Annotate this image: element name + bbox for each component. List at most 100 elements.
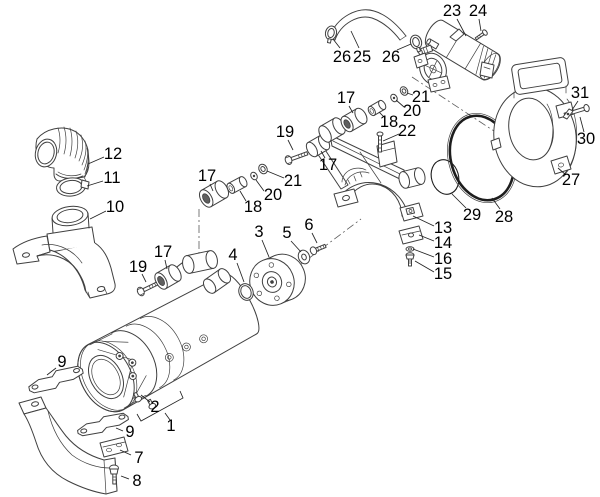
part-burner-flange [249, 253, 306, 306]
part-pump-motor [413, 19, 501, 93]
leader-line-18-part-15 [414, 260, 435, 273]
leader-line-13-part-28 [491, 197, 501, 210]
part-heater-cylinder [77, 250, 260, 422]
part-label-2-26: 26 [333, 48, 351, 66]
part-label-8-18: 18 [380, 113, 398, 131]
leader-line-8-part-18 [378, 111, 385, 118]
leader-line-11-part-30 [579, 116, 585, 133]
part-label-27-10: 10 [106, 198, 124, 216]
leader-line-7-part-20 [395, 99, 405, 108]
part-label-34-9: 9 [57, 353, 66, 371]
part-label-28-3: 3 [254, 223, 263, 241]
part-label-39-8: 8 [132, 472, 141, 490]
part-bracket-9-upper [28, 365, 84, 394]
leader-line-35-part-2 [140, 394, 151, 403]
leader-line-5-part-17 [348, 105, 354, 114]
leader-line-23-part-20 [255, 179, 265, 192]
part-screw-19-lower [136, 281, 159, 297]
part-clamp-ring-11 [56, 176, 90, 197]
part-screw-24 [474, 29, 488, 41]
leader-line-2-part-26 [332, 38, 341, 49]
part-bushing-17-lower [154, 264, 182, 290]
leader-line-1-part-24 [478, 18, 482, 32]
part-fuel-hose [329, 9, 407, 41]
part-washer-20-top [390, 93, 398, 103]
leader-line-31-part-4 [236, 262, 245, 283]
part-label-23-20: 20 [264, 186, 282, 204]
leader-line-38-part-7 [119, 449, 132, 456]
leader-line-15-part-13 [412, 215, 435, 227]
leader-line-34-part-9 [46, 367, 57, 376]
part-label-31-4: 4 [228, 246, 237, 264]
leader-line-10-part-31 [571, 100, 579, 111]
part-label-33-17: 17 [154, 243, 172, 261]
alignment-dash-line-1 [411, 76, 498, 134]
leader-line-30-part-6 [311, 232, 318, 244]
part-washer-5 [297, 249, 311, 265]
leader-line-22-part-21 [266, 170, 285, 179]
leader-line-24-part-18 [239, 190, 247, 202]
part-label-14-29: 29 [463, 206, 481, 224]
part-label-5-17: 17 [337, 89, 355, 107]
part-flange-gasket [238, 283, 254, 301]
leader-line-12-part-27 [557, 167, 567, 176]
part-label-36-1: 1 [166, 417, 175, 435]
part-label-29-5: 5 [282, 224, 291, 242]
leader-line-26-part-11 [86, 180, 104, 187]
leader-lines [46, 18, 585, 480]
leader-line-19-part-19 [287, 139, 294, 151]
part-air-elbow-duct [34, 126, 90, 182]
part-washer-20-left [250, 171, 258, 181]
part-screw-22 [376, 131, 384, 153]
leader-line-6-part-21 [406, 92, 414, 96]
part-label-37-9: 9 [125, 423, 134, 441]
part-plate-14 [398, 225, 424, 245]
part-washer-21-top [399, 86, 409, 96]
part-sleeve-18-left [226, 176, 248, 194]
part-label-3-25: 25 [353, 48, 371, 66]
part-label-24-18: 18 [244, 198, 262, 216]
part-label-22-21: 21 [284, 172, 302, 190]
part-label-32-19: 19 [129, 258, 147, 276]
part-label-0-23: 23 [443, 2, 461, 20]
part-label-30-6: 6 [304, 216, 313, 234]
leader-line-27-part-10 [89, 210, 107, 220]
part-upper-housing-saddle [12, 205, 116, 299]
leader-line-4-part-26 [396, 43, 412, 51]
leader-line-28-part-3 [261, 239, 270, 258]
leader-line-37-part-9 [115, 427, 124, 432]
part-label-6-21: 21 [412, 88, 430, 106]
assembly-bracket-1 [136, 390, 184, 422]
part-label-12-27: 27 [562, 171, 580, 189]
part-washer-16 [405, 246, 415, 252]
part-bushing-17-left [198, 180, 230, 208]
leader-line-20-part-17 [320, 150, 326, 159]
part-label-15-13: 13 [434, 219, 452, 237]
part-label-35-2: 2 [150, 398, 159, 416]
part-clip-31 [562, 108, 574, 120]
part-mounting-frame [305, 117, 426, 190]
part-label-20-17: 17 [319, 156, 337, 174]
part-label-16-14: 14 [434, 234, 452, 252]
leader-line-29-part-5 [290, 240, 302, 253]
part-label-9-22: 22 [398, 122, 416, 140]
part-bracket-9-lower [77, 412, 129, 437]
part-clamp-band-13 [333, 182, 424, 222]
part-oring-29 [430, 159, 460, 195]
part-label-19-19: 19 [276, 123, 294, 141]
part-label-13-28: 28 [495, 208, 513, 226]
part-label-25-12: 12 [104, 145, 122, 163]
part-screw-6 [309, 243, 327, 256]
part-screw-15 [405, 252, 415, 267]
alignment-dash-line-2 [295, 218, 362, 269]
leader-line-14-part-29 [451, 193, 467, 209]
part-blower-housing [490, 57, 578, 188]
part-label-10-31: 31 [571, 84, 589, 102]
part-label-7-20: 20 [403, 102, 421, 120]
part-bushing-17-top [340, 107, 368, 133]
leader-line-9-part-22 [382, 133, 400, 142]
leader-line-0-part-23 [456, 18, 467, 37]
leader-line-32-part-19 [141, 273, 147, 283]
cylinder-mount-bosses [175, 250, 232, 294]
